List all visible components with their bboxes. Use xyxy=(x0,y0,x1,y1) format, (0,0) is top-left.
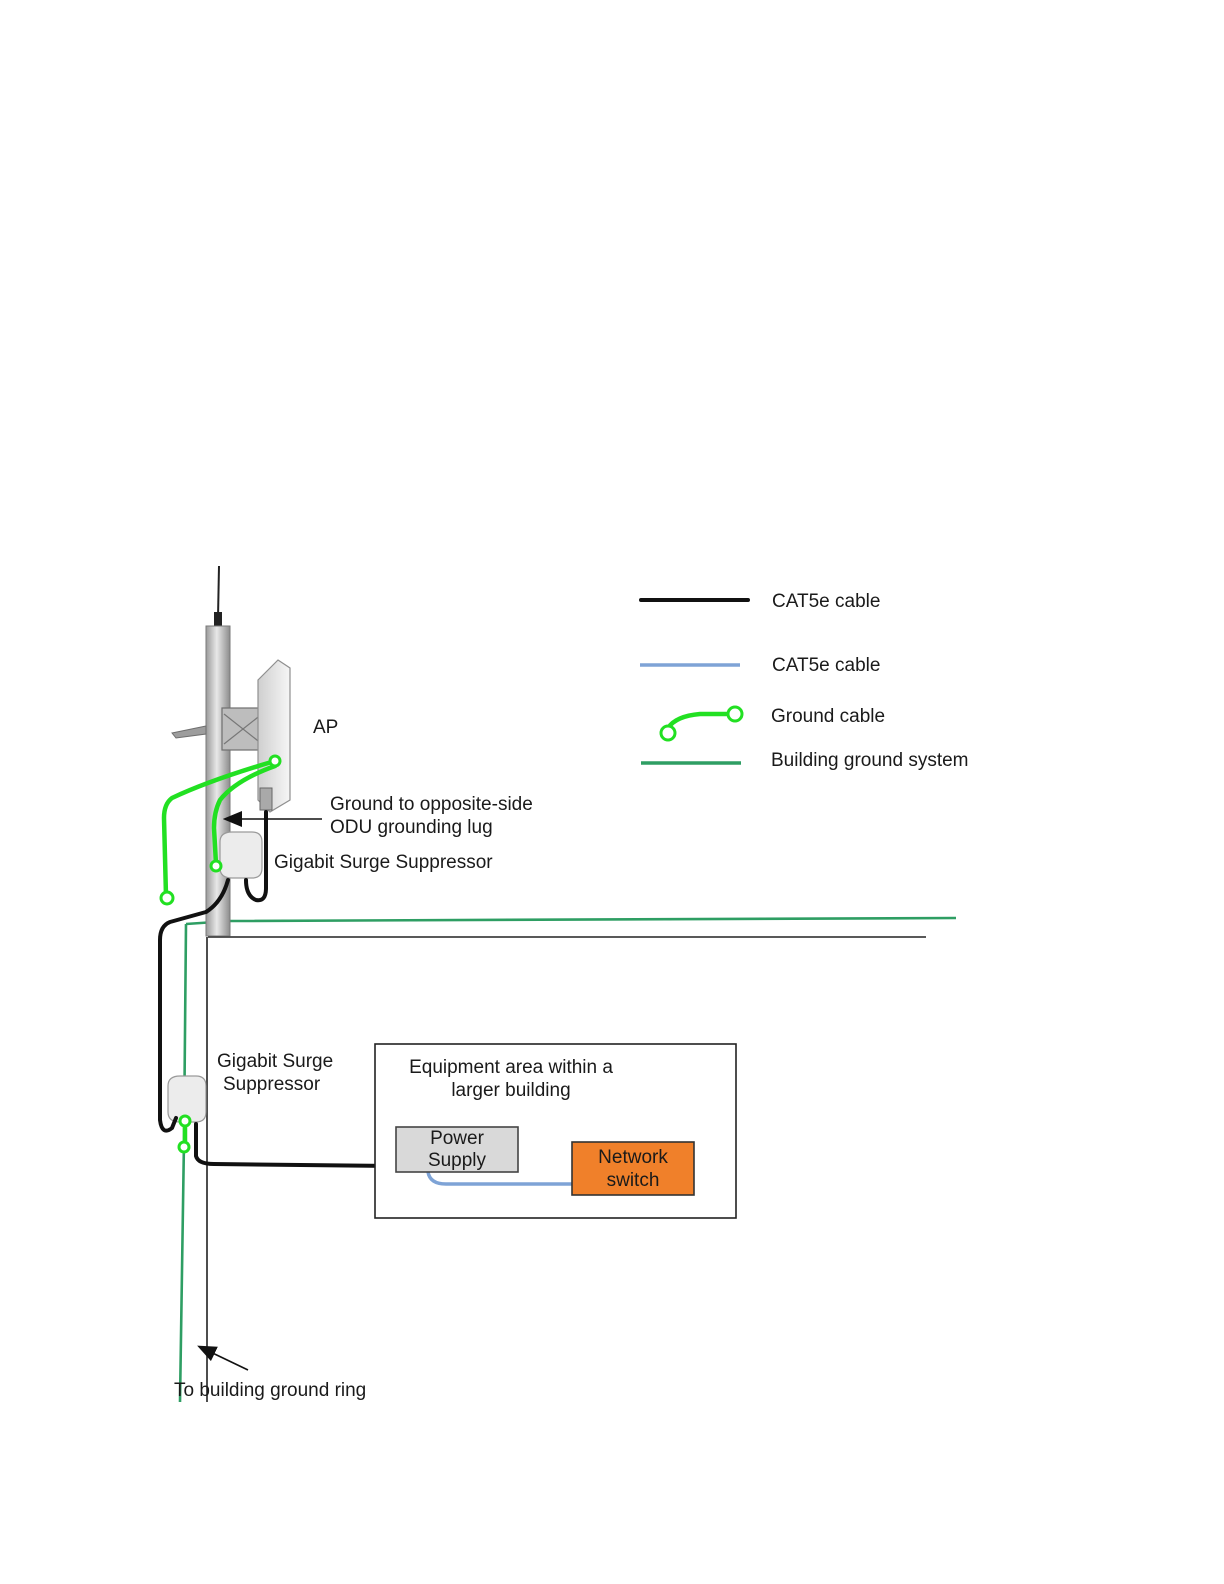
power-supply-label-line2: Supply xyxy=(428,1150,487,1171)
legend-label-cat5e-black: CAT5e cable xyxy=(772,591,880,612)
legend-label-building-ground: Building ground system xyxy=(771,750,969,771)
ground-lug-label-line2: ODU grounding lug xyxy=(330,817,493,838)
network-switch-label-line2: switch xyxy=(607,1170,660,1191)
ground-lug-label-line1: Ground to opposite-side xyxy=(330,794,533,815)
surge-suppressor-top-device xyxy=(220,832,262,878)
legend-label-ground-cable: Ground cable xyxy=(771,706,885,727)
surge-bottom-label-line1: Gigabit Surge xyxy=(217,1051,333,1072)
surge-top-label: Gigabit Surge Suppressor xyxy=(274,852,493,873)
equipment-area-label-line2: larger building xyxy=(451,1080,570,1101)
ground-ring-label: To building ground ring xyxy=(174,1380,366,1401)
ap-label: AP xyxy=(313,717,338,738)
legend: CAT5e cable CAT5e cable Ground cable Bui… xyxy=(640,591,969,771)
network-switch-label-line1: Network xyxy=(598,1147,668,1168)
network-switch: Network switch xyxy=(572,1142,694,1195)
surge-bottom-label-line2: Suppressor xyxy=(223,1074,321,1095)
legend-swatch-ground-cable xyxy=(668,714,728,728)
equipment-area-label-line1: Equipment area within a xyxy=(409,1057,613,1078)
power-supply: Power Supply xyxy=(396,1127,518,1172)
power-supply-label-line1: Power xyxy=(430,1128,485,1149)
legend-label-cat5e-blue: CAT5e cable xyxy=(772,655,880,676)
